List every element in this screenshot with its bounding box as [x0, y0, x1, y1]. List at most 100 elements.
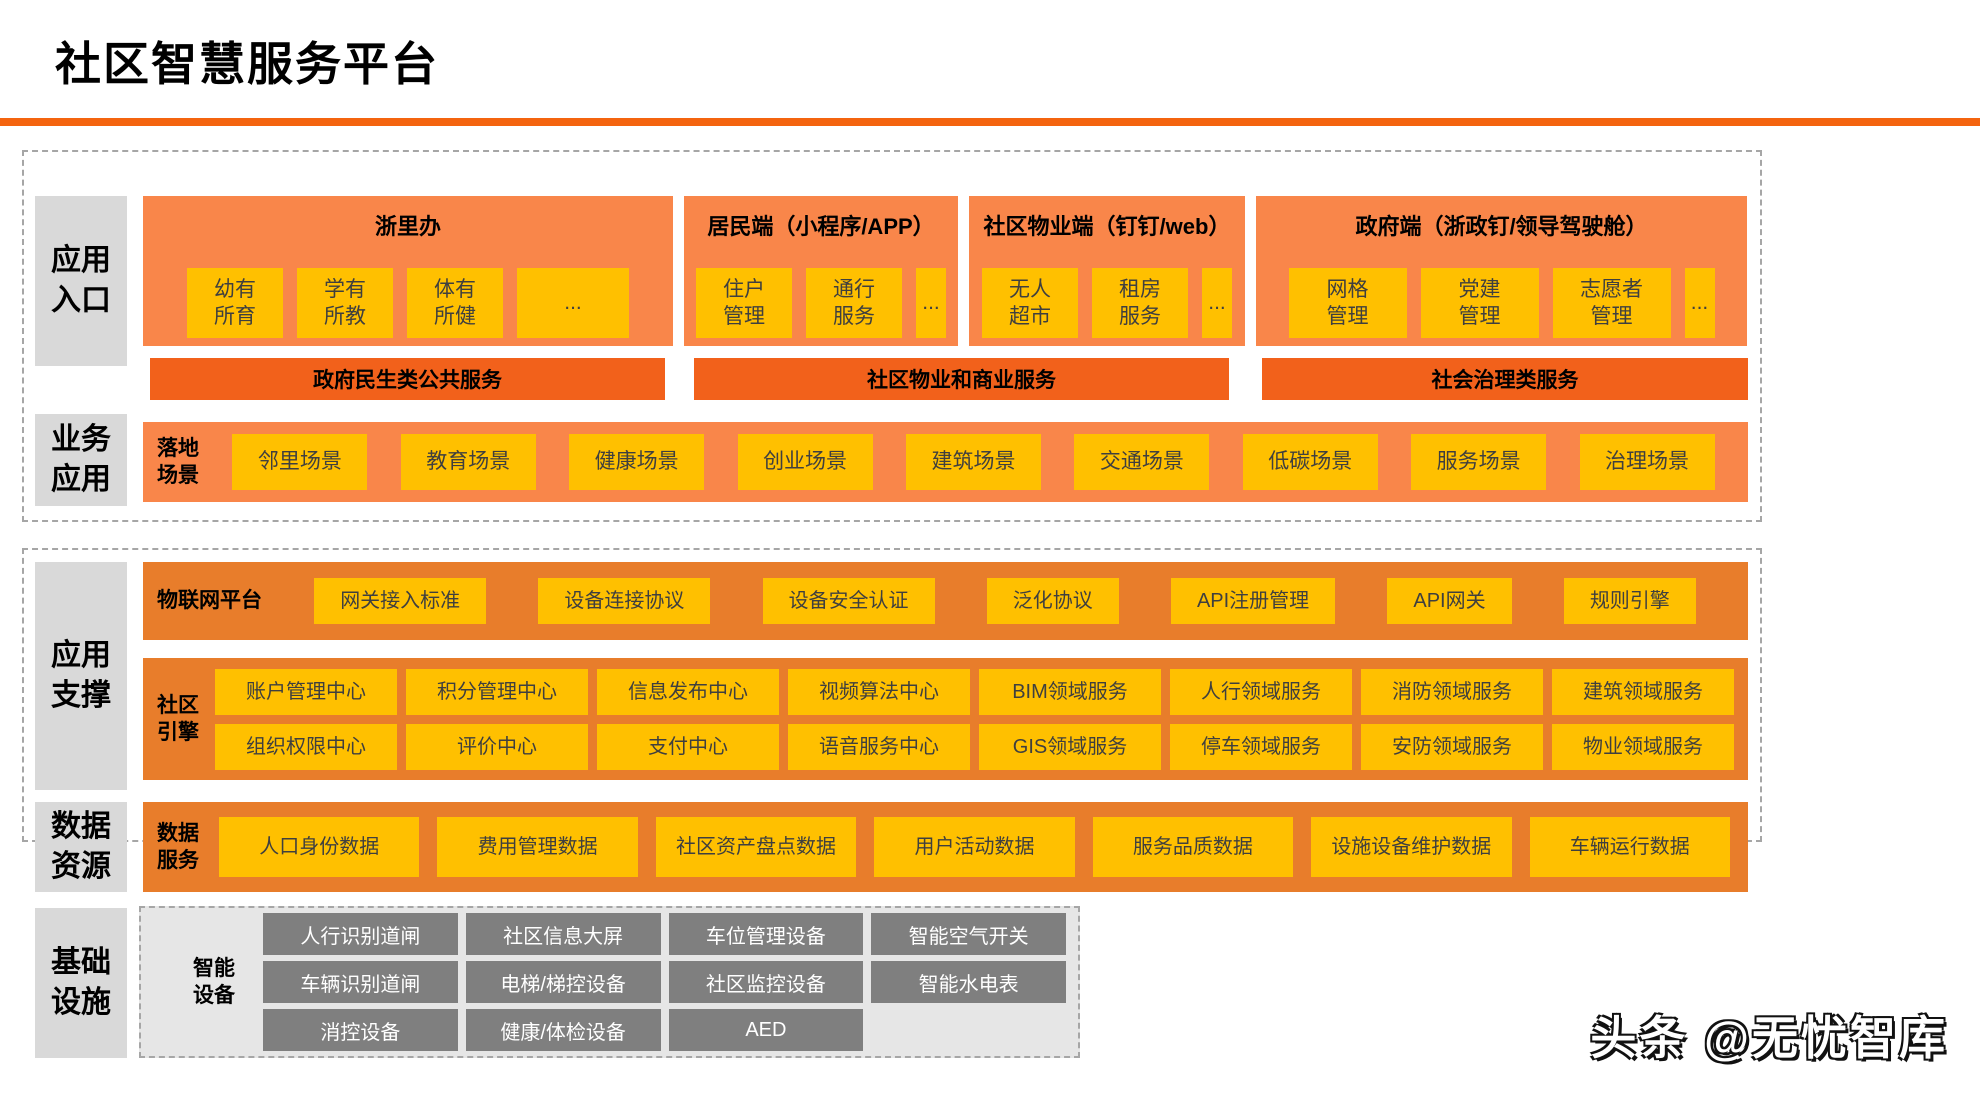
entry-panels: 浙里办 幼有 所育学有 所教体有 所健... 居民端（小程序/APP） 住户 管…: [143, 196, 1748, 346]
device-item: 社区监控设备: [668, 961, 864, 1003]
entry-item: ...: [916, 268, 946, 338]
entry-item: 党建 管理: [1420, 268, 1539, 338]
row-label-application-support: 应用 支撑: [35, 562, 127, 790]
engine-item: 组织权限中心: [215, 723, 397, 770]
scenario-items: 邻里场景教育场景健康场景创业场景建筑场景交通场景低碳场景服务场景治理场景: [199, 434, 1748, 490]
engine-item: 评价中心: [406, 723, 588, 770]
data-item: 社区资产盘点数据: [655, 817, 857, 877]
entry-item: ...: [1202, 268, 1232, 338]
application-layer-outline: [22, 150, 1762, 522]
data-item: 服务品质数据: [1092, 817, 1294, 877]
business-scenarios-row: 落地 场景 邻里场景教育场景健康场景创业场景建筑场景交通场景低碳场景服务场景治理…: [143, 422, 1748, 502]
engine-item: 支付中心: [597, 723, 779, 770]
iot-item: API注册管理: [1170, 578, 1336, 624]
entry-item: 租房 服务: [1092, 268, 1188, 338]
entry-item: 通行 服务: [806, 268, 902, 338]
device-item: 车辆识别道闸: [263, 961, 458, 1003]
panel-title: 政府端（浙政钉/领导驾驶舱）: [1355, 214, 1648, 239]
panel-resident-app: 居民端（小程序/APP） 住户 管理通行 服务...: [684, 196, 958, 346]
entry-item: 体有 所健: [407, 268, 503, 338]
scenario-item: 建筑场景: [905, 434, 1041, 490]
engine-item: 停车领域服务: [1170, 723, 1352, 770]
data-services-row: 数据 服务 人口身份数据费用管理数据社区资产盘点数据用户活动数据服务品质数据设施…: [143, 802, 1748, 892]
group-label-landing-scenarios: 落地 场景: [157, 436, 199, 487]
panel-title: 居民端（小程序/APP）: [707, 214, 935, 239]
device-grid: 人行识别道闸社区信息大屏车位管理设备智能空气开关 车辆识别道闸电梯/梯控设备社区…: [263, 913, 1066, 1051]
engine-item: 消防领域服务: [1361, 668, 1543, 715]
row-label-business-application: 业务 应用: [35, 414, 127, 506]
data-item: 车辆运行数据: [1529, 817, 1730, 877]
group-label-iot-platform: 物联网平台: [157, 589, 262, 613]
engine-item: 积分管理中心: [406, 668, 588, 715]
iot-item: 泛化协议: [986, 578, 1119, 624]
device-item: 社区信息大屏: [465, 913, 661, 955]
device-item: 电梯/梯控设备: [465, 961, 661, 1003]
device-item: 智能空气开关: [871, 913, 1066, 955]
data-item: 人口身份数据: [219, 817, 420, 877]
entry-item: ...: [1684, 268, 1715, 338]
service-bar-property-commerce: 社区物业和商业服务: [694, 358, 1229, 400]
engine-item: 语音服务中心: [788, 723, 970, 770]
scenario-item: 治理场景: [1579, 434, 1715, 490]
scenario-item: 邻里场景: [232, 434, 368, 490]
iot-item: 设备安全认证: [762, 578, 935, 624]
iot-item: 设备连接协议: [538, 578, 711, 624]
device-item: 健康/体检设备: [465, 1009, 661, 1051]
panel-zheliban: 浙里办 幼有 所育学有 所教体有 所健...: [143, 196, 673, 346]
panel-items: 网格 管理党建 管理志愿者 管理...: [1256, 268, 1747, 338]
page-title: 社区智慧服务平台: [55, 38, 439, 90]
scenario-item: 教育场景: [400, 434, 536, 490]
engine-item: BIM领域服务: [979, 668, 1161, 715]
iot-item: 规则引擎: [1563, 578, 1696, 624]
engine-item: 物业领域服务: [1552, 723, 1734, 770]
row-label-infrastructure: 基础 设施: [35, 908, 127, 1058]
entry-item: 住户 管理: [696, 268, 792, 338]
entry-item: 幼有 所育: [187, 268, 283, 338]
device-item: 车位管理设备: [668, 913, 864, 955]
title-underline: [0, 118, 1980, 126]
iot-items: 网关接入标准 设备连接协议 设备安全认证 泛化协议 API注册管理 API网关 规则引擎: [262, 578, 1748, 624]
engine-item: 账户管理中心: [215, 668, 397, 715]
engine-item: GIS领域服务: [979, 723, 1161, 770]
data-item: 设施设备维护数据: [1311, 817, 1512, 877]
service-bar-public: 政府民生类公共服务: [150, 358, 665, 400]
panel-title: 社区物业端（钉钉/web）: [983, 214, 1231, 239]
watermark: 头条 @无忧智库: [1590, 1012, 1948, 1064]
row-label-application-entry: 应用 入口: [35, 196, 127, 366]
iot-item: API网关: [1387, 578, 1512, 624]
smart-devices-box: 智能 设备 人行识别道闸社区信息大屏车位管理设备智能空气开关 车辆识别道闸电梯/…: [139, 906, 1080, 1058]
row-label-data-resources: 数据 资源: [35, 802, 127, 892]
panel-items: 无人 超市租房 服务...: [969, 268, 1245, 338]
panel-items: 住户 管理通行 服务...: [684, 268, 958, 338]
entry-item: 志愿者 管理: [1552, 268, 1671, 338]
engine-item: 视频算法中心: [788, 668, 970, 715]
scenario-item: 健康场景: [569, 434, 705, 490]
device-item: AED: [668, 1009, 864, 1051]
scenario-item: 创业场景: [737, 434, 873, 490]
entry-item: 网格 管理: [1288, 268, 1407, 338]
data-item: 费用管理数据: [437, 817, 638, 877]
entry-item: 无人 超市: [982, 268, 1078, 338]
scenario-item: 服务场景: [1411, 434, 1547, 490]
iot-item: 网关接入标准: [314, 578, 487, 624]
data-items: 人口身份数据费用管理数据社区资产盘点数据用户活动数据服务品质数据设施设备维护数据…: [219, 817, 1730, 877]
group-label-community-engine: 社区 引擎: [157, 693, 199, 744]
device-item: 智能水电表: [871, 961, 1066, 1003]
entry-item: 学有 所教: [297, 268, 393, 338]
device-item: 消控设备: [263, 1009, 458, 1051]
iot-platform-row: 物联网平台 网关接入标准 设备连接协议 设备安全认证 泛化协议 API注册管理 API网关…: [143, 562, 1748, 640]
scenario-item: 低碳场景: [1242, 434, 1378, 490]
engine-item: 信息发布中心: [597, 668, 779, 715]
panel-property-dingtalk: 社区物业端（钉钉/web） 无人 超市租房 服务...: [969, 196, 1245, 346]
engine-item: 人行领域服务: [1170, 668, 1352, 715]
data-item: 用户活动数据: [874, 817, 1075, 877]
group-label-smart-devices: 智能 设备: [193, 956, 235, 1007]
engine-item: 建筑领域服务: [1552, 668, 1734, 715]
engine-item: 安防领域服务: [1361, 723, 1543, 770]
panel-items: 幼有 所育学有 所教体有 所健...: [143, 268, 673, 338]
